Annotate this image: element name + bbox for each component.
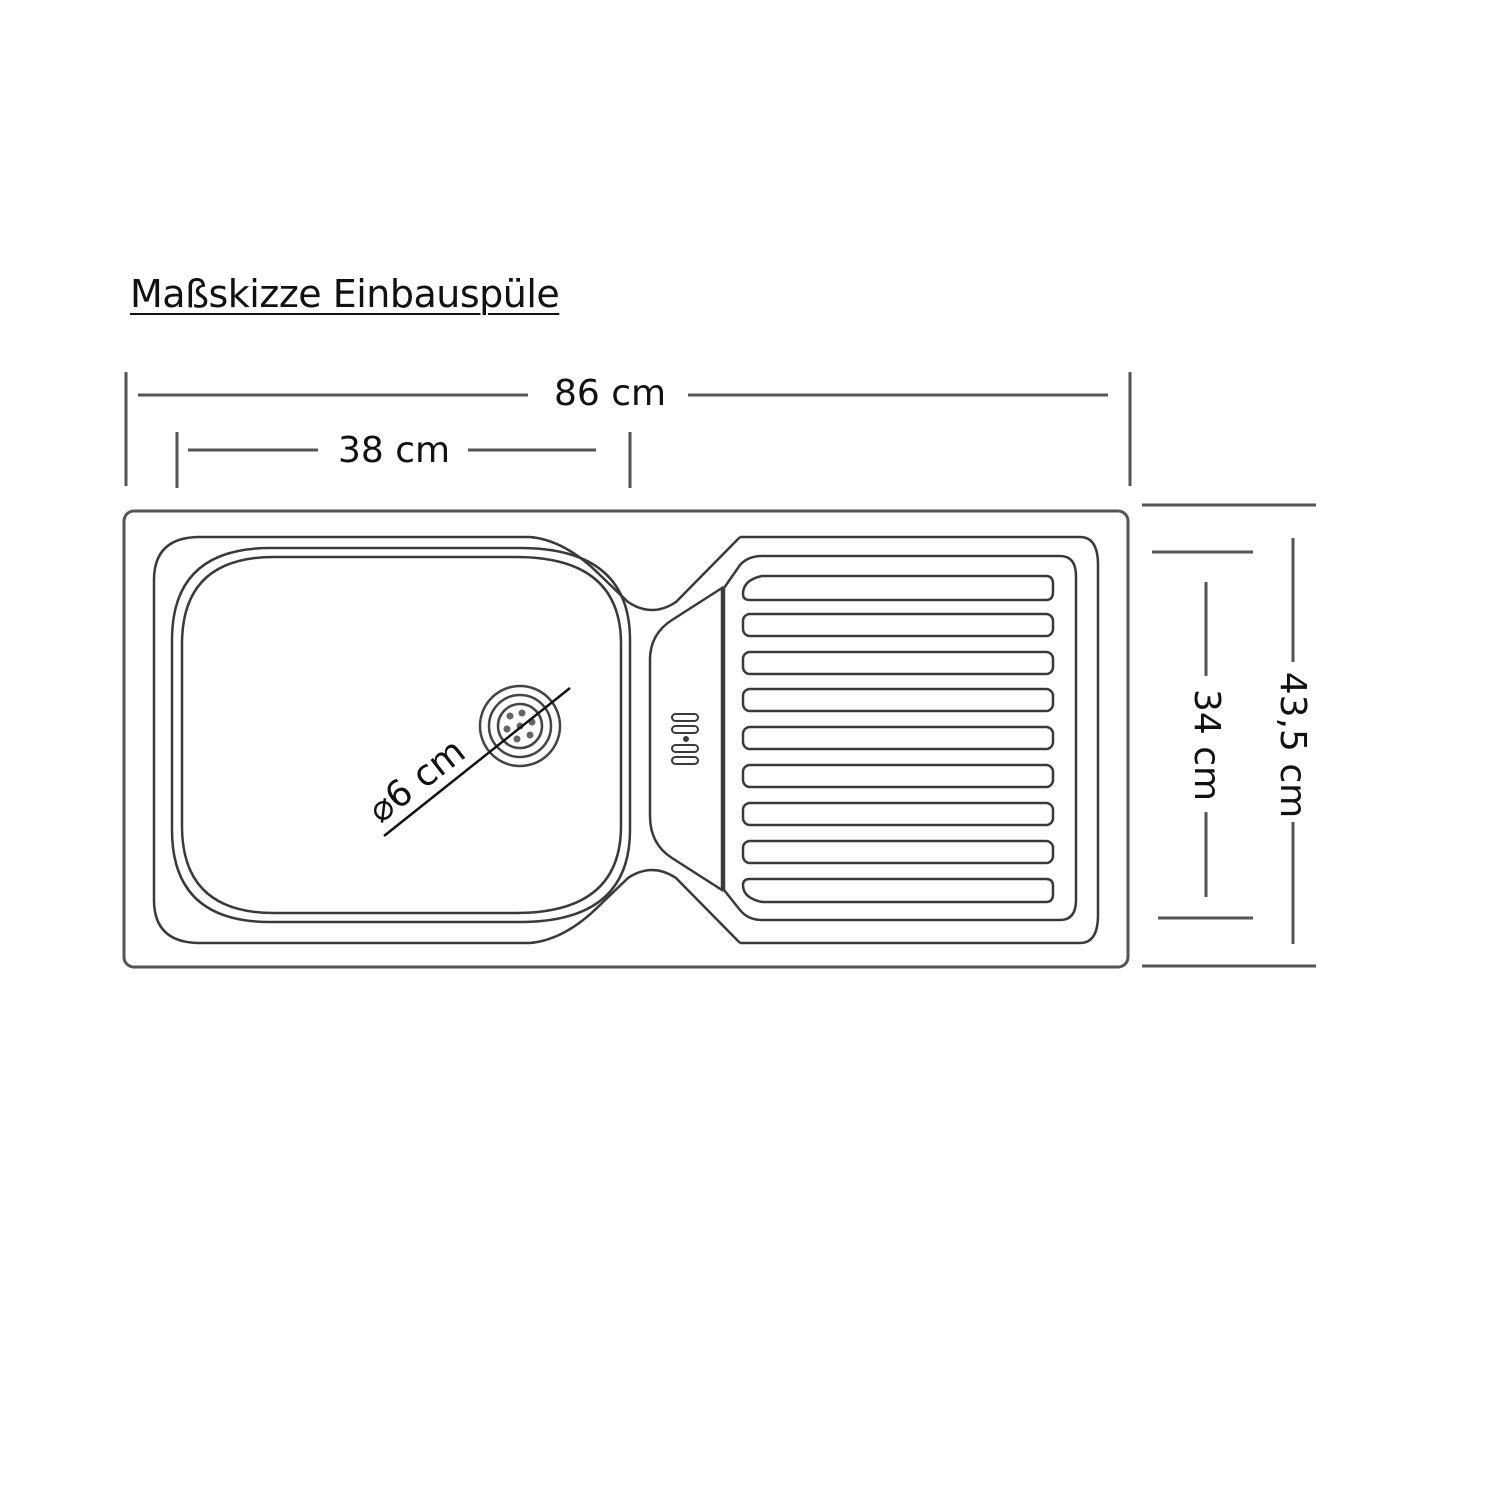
- label-total-depth: 43,5 cm: [1272, 672, 1313, 818]
- label-basin-depth: 34 cm: [1186, 689, 1227, 801]
- sink-inner-contour: [152, 535, 1100, 945]
- drainboard-ribs: [741, 574, 1055, 904]
- drainboard: [722, 554, 1078, 922]
- sink-basin: [170, 546, 632, 924]
- dimension-total-depth: [1142, 503, 1316, 968]
- drain-strainer: [478, 684, 562, 768]
- label-total-width: 86 cm: [554, 373, 666, 414]
- dimension-basin-width: [175, 432, 632, 488]
- drain-diameter-leader: [383, 687, 571, 837]
- label-drain-diameter: ⌀6 cm: [361, 731, 474, 832]
- dimension-basin-depth: [1152, 550, 1253, 920]
- sink-outer-rim: [122, 509, 1130, 969]
- tap-hole-plate: [648, 585, 724, 893]
- drawing-title: Maßskizze Einbauspüle: [130, 272, 560, 316]
- label-basin-width: 38 cm: [338, 430, 450, 471]
- dimension-total-width: [124, 372, 1132, 486]
- overflow-icon: [671, 713, 699, 765]
